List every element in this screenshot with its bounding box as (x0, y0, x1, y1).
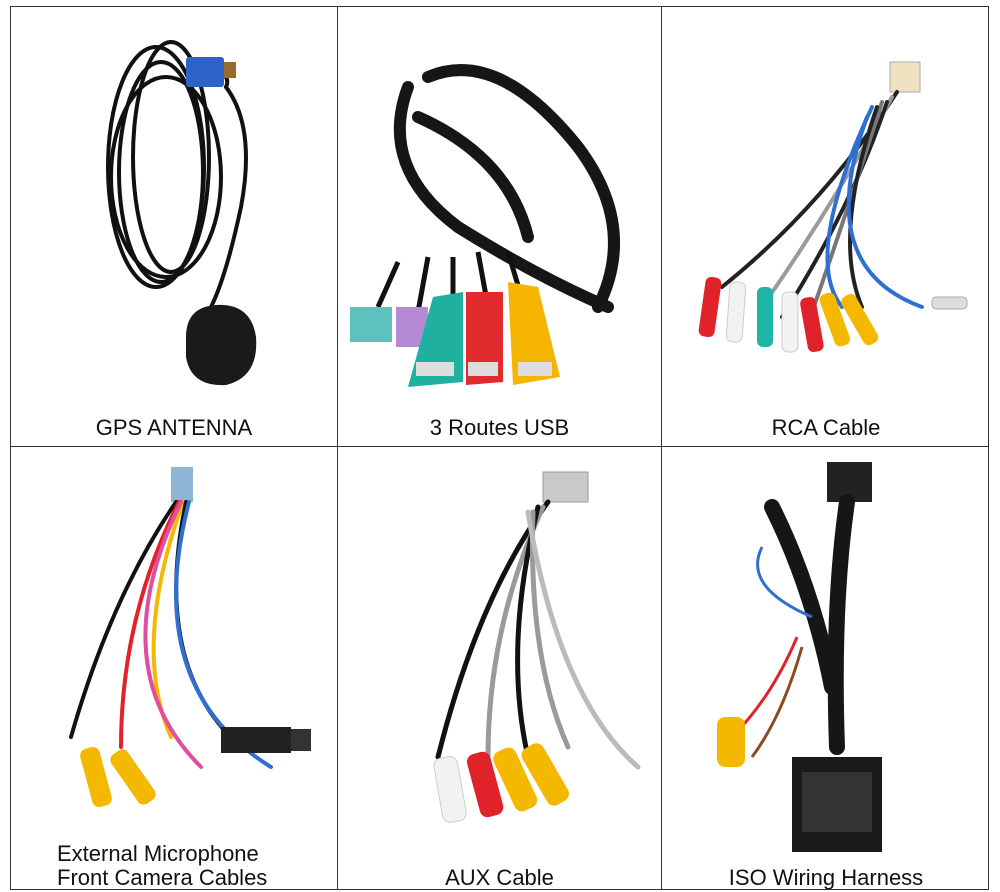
grid-divider (337, 7, 338, 889)
rca-cable-image (698, 61, 968, 353)
gps-antenna-cell: GPS ANTENNA (11, 7, 337, 446)
cell-caption: GPS ANTENNA (95, 415, 253, 440)
grid-divider (11, 446, 988, 447)
cell-caption: External Microphone Front Camera Cables (57, 841, 337, 890)
iso-harness-cell: ISO Wiring Harness (662, 447, 990, 889)
cell-caption: AUX Cable (445, 865, 554, 889)
aux-cable-cell: AUX Cable (338, 447, 661, 889)
gps-antenna-image (106, 40, 257, 386)
aux-cable-image (433, 471, 641, 823)
cell-caption: RCA Cable (771, 415, 881, 440)
grid-divider (661, 7, 662, 889)
usb-cable-cell: 3 Routes USB (338, 7, 661, 446)
microphone-camera-cell: External Microphone Front Camera Cables (11, 447, 337, 889)
rca-cable-cell: RCA Cable (662, 7, 990, 446)
cell-caption: 3 Routes USB (429, 415, 570, 440)
cell-caption: ISO Wiring Harness (728, 865, 924, 889)
product-grid: GPS ANTENNA 3 Routes USB (10, 6, 989, 890)
iso-harness-image (717, 462, 882, 852)
caption-line: Front Camera Cables (57, 865, 268, 890)
caption-line: External Microphone (57, 841, 259, 866)
microphone-camera-image (69, 467, 311, 807)
usb-cable-image (350, 64, 620, 387)
